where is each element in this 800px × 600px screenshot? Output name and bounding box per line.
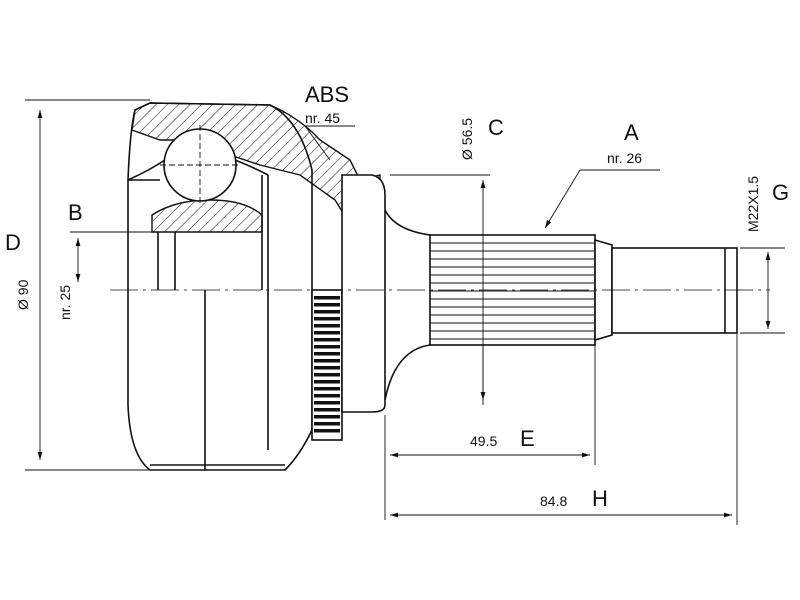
leader-a — [544, 169, 660, 229]
abs-tooth — [314, 366, 340, 370]
dimension-b — [70, 231, 175, 282]
dimension-g — [740, 247, 785, 334]
label-b-nr: nr. 25 — [57, 285, 73, 320]
abs-tooth — [314, 415, 340, 419]
abs-tooth — [314, 338, 340, 342]
abs-ring — [311, 289, 343, 441]
abs-tooth — [314, 324, 340, 328]
label-h-value: 84.8 — [540, 493, 567, 509]
label-b: B — [68, 200, 83, 225]
dimension-e — [384, 345, 596, 520]
abs-tooth — [314, 345, 340, 349]
abs-tooth — [314, 317, 340, 321]
label-g-value: M22X1.5 — [745, 176, 761, 232]
abs-tooth — [314, 394, 340, 398]
abs-tooth — [314, 310, 340, 314]
label-abs: ABS — [305, 82, 349, 107]
label-d-value: Ø 90 — [15, 279, 31, 310]
abs-tooth — [314, 331, 340, 335]
abs-tooth — [314, 373, 340, 377]
label-c: C — [488, 115, 504, 140]
label-h: H — [592, 486, 608, 511]
abs-tooth — [314, 387, 340, 391]
dimension-h — [390, 333, 738, 525]
abs-tooth — [314, 401, 340, 405]
abs-tooth — [314, 296, 340, 300]
label-c-value: Ø 56.5 — [459, 118, 475, 160]
abs-tooth — [314, 380, 340, 384]
label-abs-nr: nr. 45 — [305, 110, 340, 126]
abs-tooth — [314, 408, 340, 412]
abs-tooth — [314, 352, 340, 356]
label-g: G — [772, 180, 789, 205]
label-a: A — [624, 120, 639, 145]
label-e: E — [520, 426, 535, 451]
dimension-d — [25, 99, 150, 471]
joint-housing — [127, 102, 381, 471]
label-e-value: 49.5 — [470, 433, 497, 449]
abs-tooth — [314, 422, 340, 426]
dimension-c — [390, 174, 490, 405]
neck-flange — [341, 174, 431, 413]
label-a-nr: nr. 26 — [607, 150, 642, 166]
abs-tooth — [314, 429, 340, 433]
abs-tooth — [314, 303, 340, 307]
leader-abs — [304, 125, 355, 161]
threaded-pin — [611, 247, 738, 334]
label-d: D — [5, 230, 21, 255]
abs-tooth — [314, 359, 340, 363]
